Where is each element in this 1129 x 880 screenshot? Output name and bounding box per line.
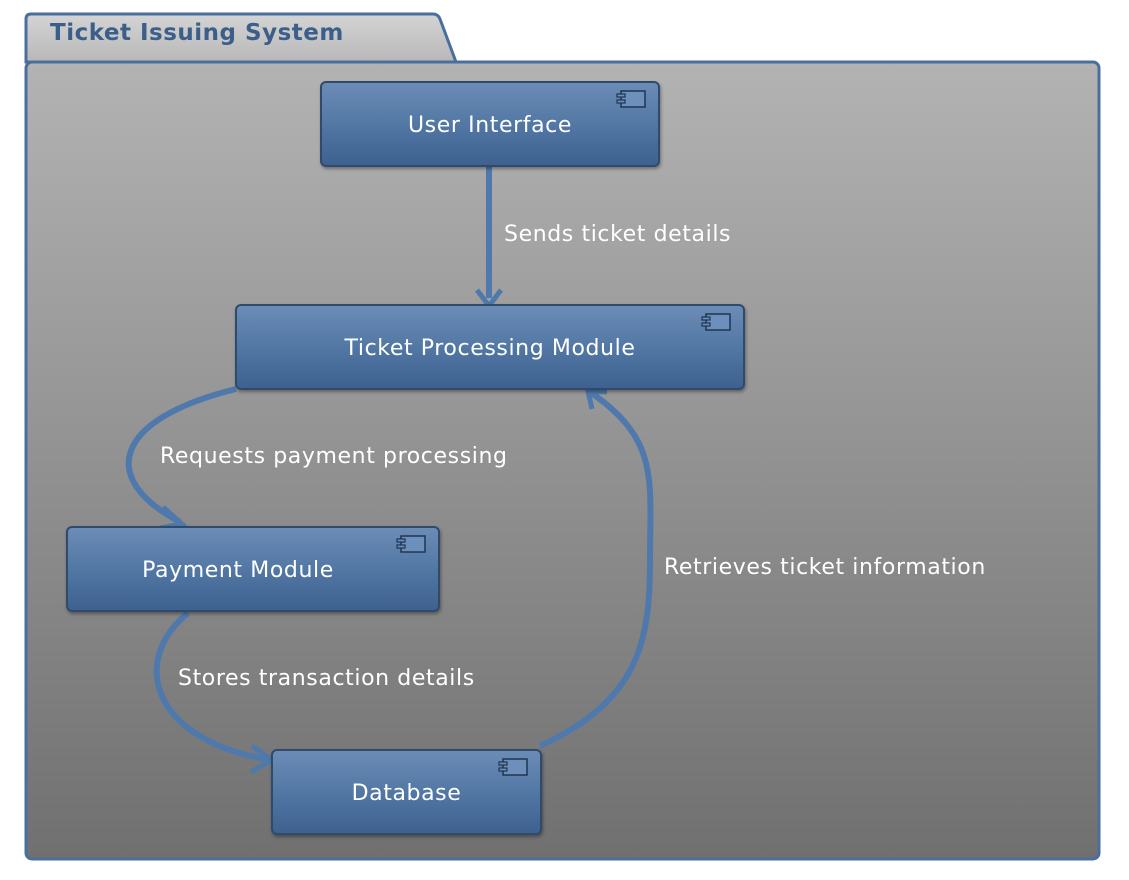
package-title: Ticket Issuing System [50,20,344,46]
component-icon [498,758,528,776]
component-icon [616,90,646,108]
edge-label-stores: Stores transaction details [178,666,475,691]
component-icon [396,535,426,553]
component-user-interface[interactable]: User Interface [320,81,660,167]
edge-label-sends: Sends ticket details [504,222,732,247]
component-icon [701,313,731,331]
edge-label-retrieves: Retrieves ticket information [664,555,986,580]
component-database[interactable]: Database [271,749,542,835]
component-label: Database [351,780,462,806]
component-label: Ticket Processing Module [344,335,636,361]
edge-label-requests: Requests payment processing [160,444,508,469]
component-ticket-processing-module[interactable]: Ticket Processing Module [235,304,745,390]
component-label: User Interface [407,112,573,138]
component-label: Payment Module [142,557,334,583]
component-payment-module[interactable]: Payment Module [66,526,440,612]
